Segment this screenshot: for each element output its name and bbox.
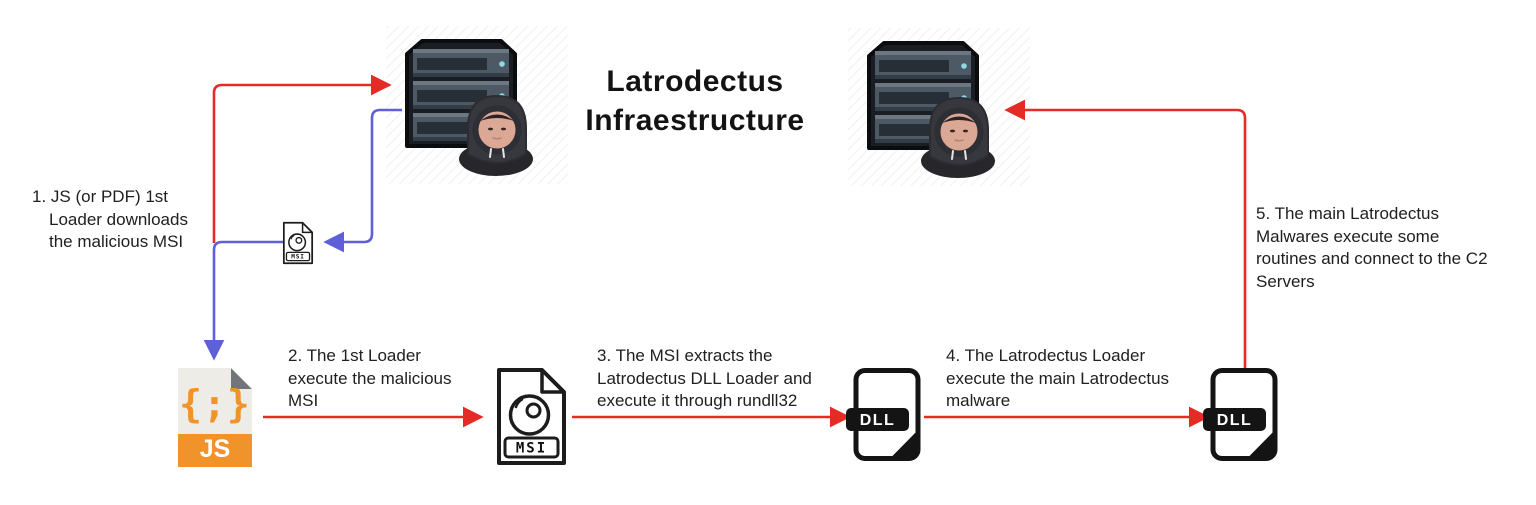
msi-file-icon: MSI <box>497 368 566 465</box>
step-2-text: 2. The 1st Loader execute the malicious … <box>288 345 451 413</box>
step-2-line-1: 2. The 1st Loader <box>288 346 421 365</box>
arrow-js-to-c2-server <box>212 74 392 243</box>
step-2-line-3: MSI <box>288 391 319 410</box>
step-3-line-3: execute it through rundll32 <box>597 391 798 410</box>
step-3-line-1: 3. The MSI extracts the <box>597 346 773 365</box>
step-5-line-3: routines and connect to the C2 <box>1256 249 1488 268</box>
step-4-line-2: execute the main Latrodectus <box>946 368 1170 388</box>
dll-file-icon-loader: DLL <box>846 368 921 461</box>
msi-file-icon-small: MSI <box>282 221 314 265</box>
step-5-line-2: Malwares execute some <box>1256 226 1440 246</box>
dll-loader-label: DLL <box>860 412 896 429</box>
dll-main-label: DLL <box>1217 412 1253 429</box>
arrow-msi-download-to-js <box>203 240 283 361</box>
step-4-line-3: malware <box>946 391 1011 410</box>
msi-large-label: MSI <box>516 441 547 457</box>
step-1-line-3: the malicious MSI <box>49 232 184 251</box>
diagram-title: Latrodectus Infraestructure <box>540 62 850 140</box>
arrow-dll-main-to-c2-server <box>1004 99 1247 368</box>
dll-file-icon-main: DLL <box>1203 368 1278 461</box>
arrow-c2-server-to-msi-download <box>323 108 402 253</box>
step-4-line-1: 4. The Latrodectus Loader <box>946 346 1146 365</box>
step-2-line-2: execute the malicious <box>288 368 452 388</box>
diagram-title-line1: Latrodectus <box>606 65 784 98</box>
step-5-line-4: Servers <box>1256 271 1315 291</box>
js-file-icon: {;} JS <box>178 368 252 467</box>
step-3-text: 3. The MSI extracts the Latrodectus DLL … <box>597 345 812 413</box>
step-3-line-2: Latrodectus DLL Loader and <box>597 368 812 388</box>
js-file-label: JS <box>178 434 252 467</box>
diagram-title-line2: Infraestructure <box>585 104 805 137</box>
js-braces-glyph: {;} <box>179 382 251 426</box>
step-5-line-1: 5. The main Latrodectus <box>1256 204 1440 223</box>
step-5-text: 5. The main Latrodectus Malwares execute… <box>1256 203 1488 293</box>
server-hacker-icon-right <box>848 28 1030 186</box>
msi-small-label: MSI <box>291 254 305 261</box>
step-4-text: 4. The Latrodectus Loader execute the ma… <box>946 345 1169 413</box>
step-1-text: 1. JS (or PDF) 1st Loader downloads the … <box>32 186 188 254</box>
step-1-line-1: 1. JS (or PDF) 1st <box>32 187 169 206</box>
step-1-line-2: Loader downloads <box>49 209 188 229</box>
